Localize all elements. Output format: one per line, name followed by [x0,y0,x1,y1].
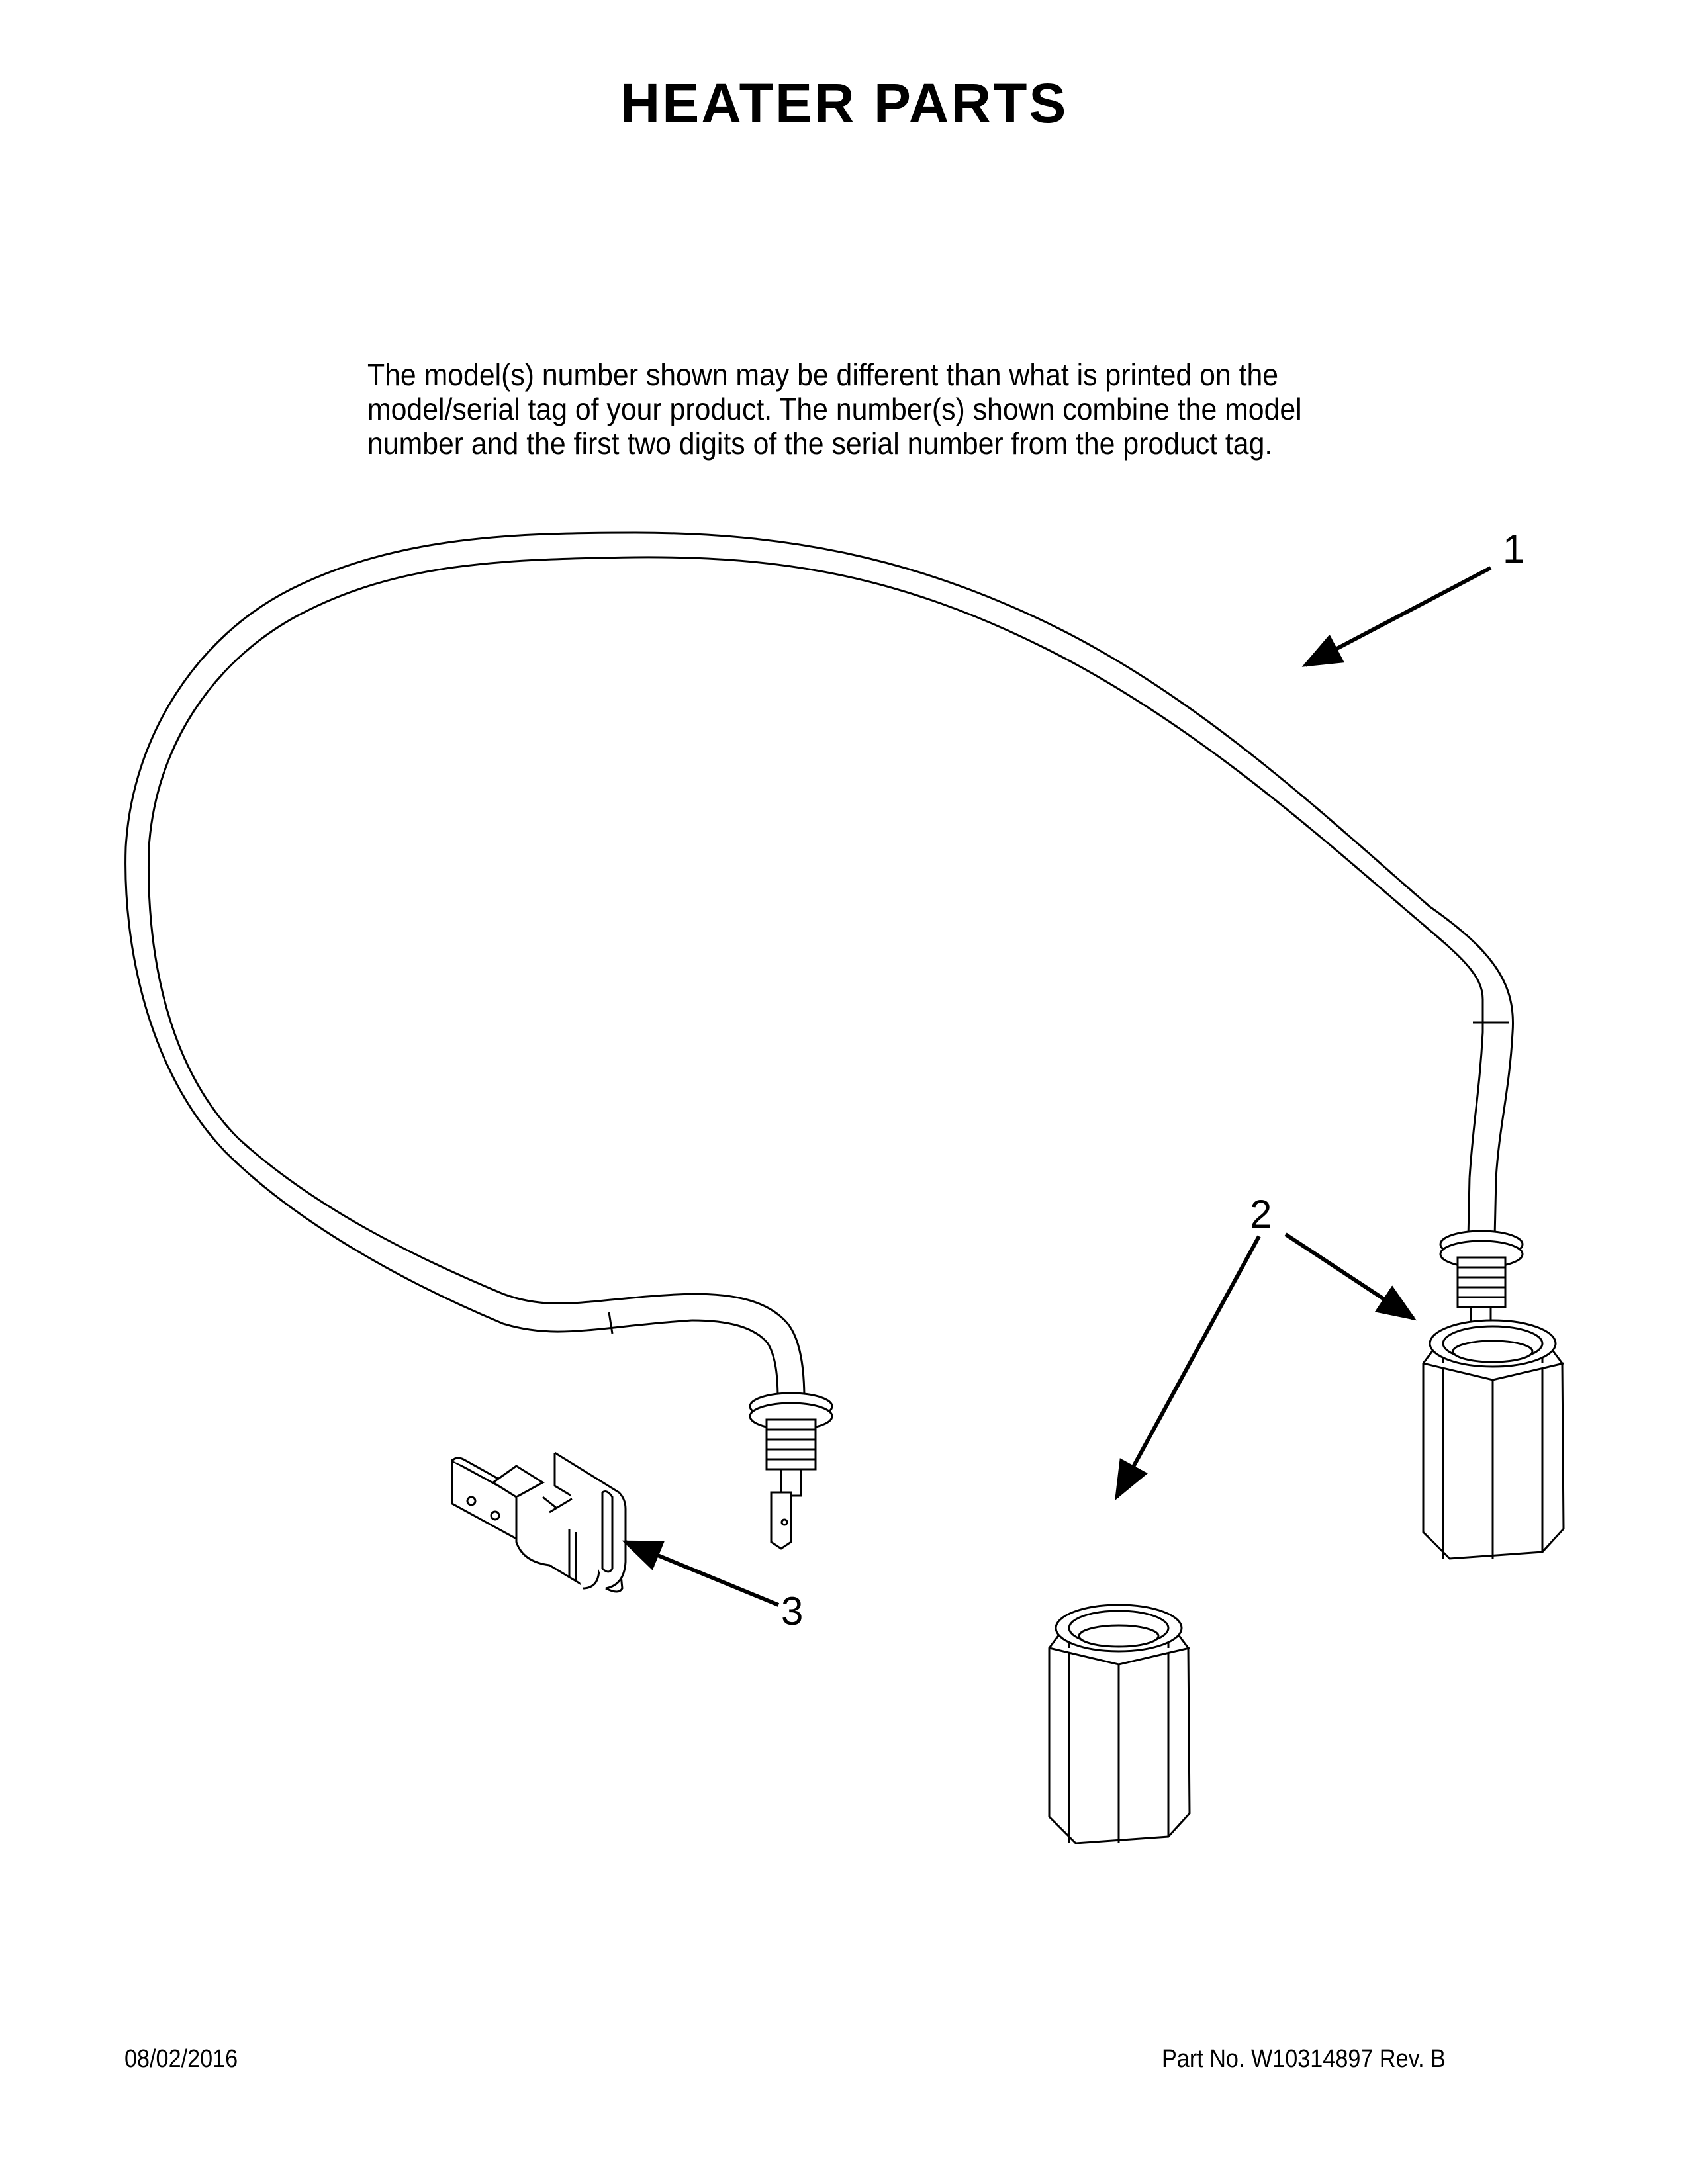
callout-1-arrow-icon [1301,566,1492,667]
footer-date: 08/02/2016 [124,2045,238,2073]
callout-label-3: 3 [781,1589,804,1633]
callout-3-arrow-icon [622,1540,780,1607]
callout-label-2: 2 [1250,1192,1272,1236]
heater-terminal-left-icon [749,1392,833,1550]
note-line: The model(s) number shown may be differe… [367,357,1279,392]
callout-2-left-arrow-icon [1115,1235,1261,1501]
note-line: number and the first two digits of the s… [367,426,1273,461]
page-title: HEATER PARTS [620,72,1068,134]
note-line: model/serial tag of your product. The nu… [367,392,1302,426]
model-number-note: The model(s) number shown may be differe… [367,357,1352,461]
heater-nut-right-icon [1422,1319,1565,1560]
footer-part-number: Part No. W10314897 Rev. B [1162,2045,1446,2073]
heater-element-icon [124,531,1515,1400]
callout-arrows [622,566,1492,1607]
callout-label-1: 1 [1503,527,1525,571]
terminal-clip-icon [451,1451,627,1593]
callout-2-right-arrow-icon [1284,1232,1417,1321]
heater-nut-left-icon [1048,1604,1191,1844]
